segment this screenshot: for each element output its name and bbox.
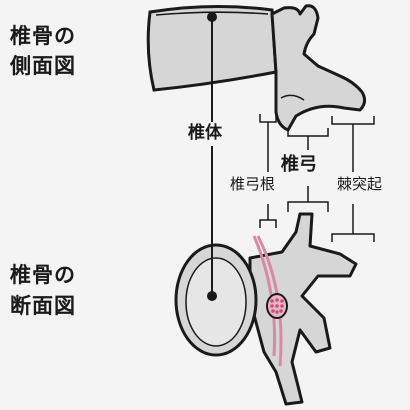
vertebral-body-label: 椎体 (185, 122, 225, 146)
pedicle-label: 椎弓根 (230, 175, 276, 193)
vertebral-arch-bracket (287, 128, 329, 212)
lateral-view-vertebra (146, 4, 367, 132)
vertebral-arch-label: 椎弓 (281, 154, 317, 175)
spinal-cord-dots (270, 298, 284, 314)
spinous-process-label: 棘突起 (337, 175, 383, 193)
lateral-view-title-line1: 椎骨の (10, 24, 76, 48)
pedicle-bracket (259, 114, 277, 228)
transverse-process-outline (248, 212, 358, 406)
lateral-facet-line (280, 94, 305, 101)
spinous-process-bracket (331, 116, 375, 242)
cross-section-vertebra (174, 212, 358, 406)
cross-section-body-cancellous (185, 257, 247, 347)
vertebral-body-dot-top (207, 12, 217, 22)
lateral-posterior-elements (270, 4, 367, 132)
cross-section-title-line1: 椎骨の (10, 263, 76, 287)
cross-section-title-line2: 断面図 (10, 294, 76, 318)
lateral-view-title-line2: 側面図 (10, 54, 76, 78)
vertebral-body-dot-bottom (207, 291, 217, 301)
